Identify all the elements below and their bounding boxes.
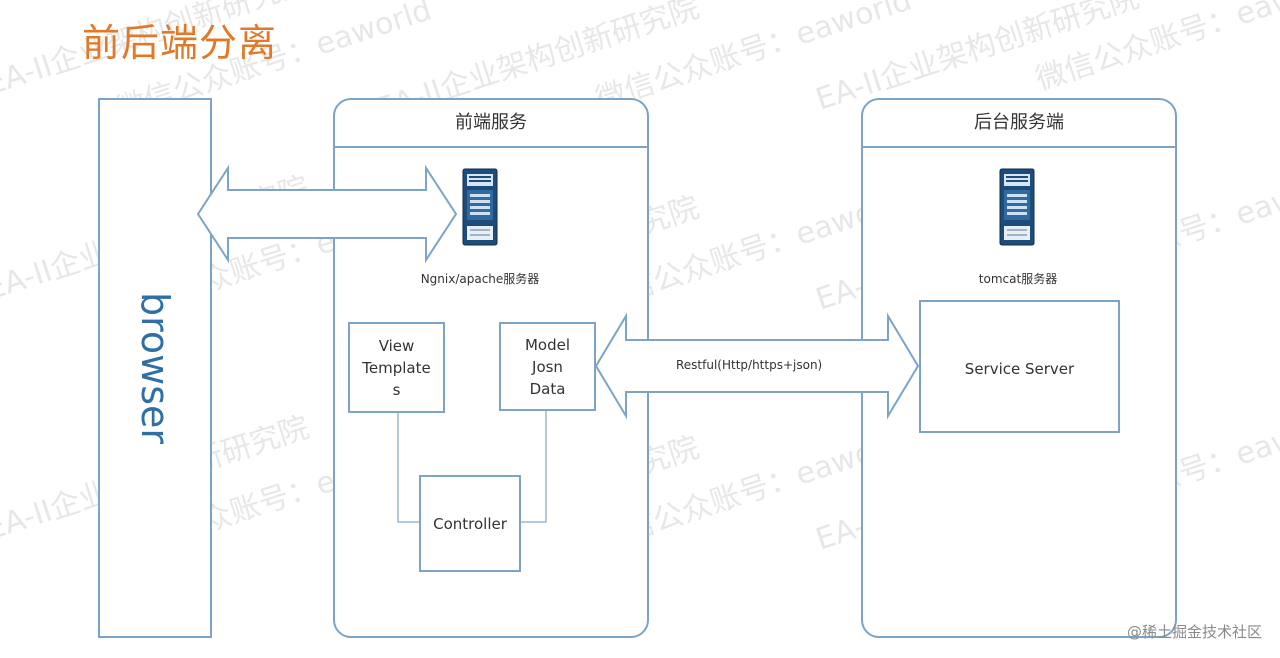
browser-box bbox=[98, 98, 212, 638]
backend-server-label: tomcat服务器 bbox=[978, 272, 1058, 286]
frontend-server-label: Ngnix/apache服务器 bbox=[420, 272, 540, 286]
service-server-box: Service Server bbox=[919, 300, 1120, 433]
view-templates-line: s bbox=[392, 380, 401, 399]
restful-label: Restful(Http/https+json) bbox=[676, 358, 823, 372]
frontend-server-icon bbox=[462, 168, 498, 246]
footer-credit: @稀土掘金技术社区 bbox=[1126, 623, 1262, 641]
controller-label: Controller bbox=[433, 514, 507, 533]
model-data-box: Model Josn Data bbox=[499, 322, 596, 411]
model-data-line: Josn bbox=[532, 357, 563, 376]
view-templates-line: Template bbox=[362, 358, 431, 377]
model-controller-line bbox=[519, 410, 547, 523]
service-server-label: Service Server bbox=[964, 360, 1075, 378]
model-data-line: Model bbox=[524, 335, 571, 354]
controller-box: Controller bbox=[419, 475, 521, 572]
model-data-line: Data bbox=[529, 379, 566, 398]
backend-server-icon bbox=[999, 168, 1035, 246]
restful-arrow bbox=[594, 312, 920, 420]
browser-frontend-arrow bbox=[196, 164, 458, 264]
frontend-header: 前端服务 bbox=[335, 100, 647, 148]
backend-header: 后台服务端 bbox=[863, 100, 1175, 148]
view-templates-line: View bbox=[378, 336, 415, 355]
view-controller-line bbox=[397, 412, 421, 523]
view-templates-box: View Template s bbox=[348, 322, 445, 413]
page-title: 前后端分离 bbox=[82, 21, 278, 65]
